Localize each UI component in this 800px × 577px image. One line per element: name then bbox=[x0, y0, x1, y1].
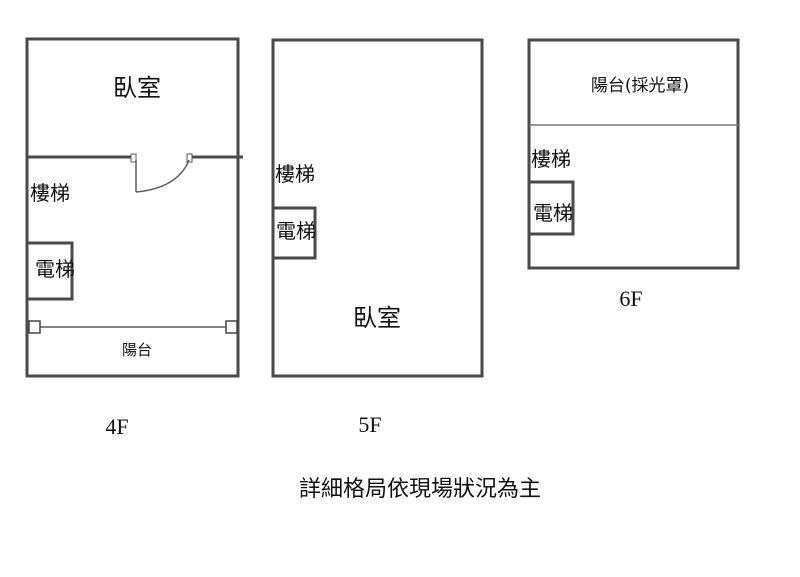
floor-4f-stairs-label: 樓梯 bbox=[30, 181, 70, 205]
floor-6f-outline bbox=[527, 38, 740, 270]
floor-plan-6f: 陽台(採光罩) 樓梯 電梯 6F bbox=[527, 38, 740, 311]
balcony-post-left bbox=[28, 320, 41, 334]
floor-5f-bedroom-label: 臥室 bbox=[353, 304, 401, 332]
balcony-post-right bbox=[225, 320, 238, 334]
floor-6f-stairs-label: 樓梯 bbox=[531, 147, 571, 171]
floor-plan-5f: 樓梯 電梯 臥室 5F bbox=[271, 38, 484, 437]
floor-5f-stairs-label: 樓梯 bbox=[275, 162, 315, 186]
floor-plan-4f: 臥室 樓梯 電梯 陽台 4F bbox=[25, 37, 243, 439]
floor-6f-balcony-label: 陽台(採光罩) bbox=[591, 76, 689, 96]
floor-4f-bedroom-label: 臥室 bbox=[113, 74, 161, 102]
door-jamb-left bbox=[130, 153, 137, 163]
floor-6f-elevator-box bbox=[527, 180, 575, 236]
floor-4f-outline bbox=[25, 37, 240, 378]
floor-5f-elevator-label: 電梯 bbox=[276, 219, 316, 243]
footnote-text: 詳細格局依現場狀況為主 bbox=[299, 477, 541, 502]
floor-4f-elevator-label: 電梯 bbox=[35, 257, 75, 281]
floor-4f-balcony-label: 陽台 bbox=[122, 341, 152, 359]
door-jamb-right bbox=[186, 153, 193, 163]
floor-6f-elevator-label: 電梯 bbox=[533, 201, 573, 225]
floor-4f-elevator-box bbox=[25, 241, 74, 301]
door-swing-arc bbox=[135, 159, 190, 193]
floor-5f-title: 5F bbox=[358, 412, 381, 437]
floor-4f-title: 4F bbox=[105, 414, 128, 439]
floor-5f-elevator-box bbox=[271, 206, 317, 260]
floor-6f-title: 6F bbox=[619, 286, 642, 311]
